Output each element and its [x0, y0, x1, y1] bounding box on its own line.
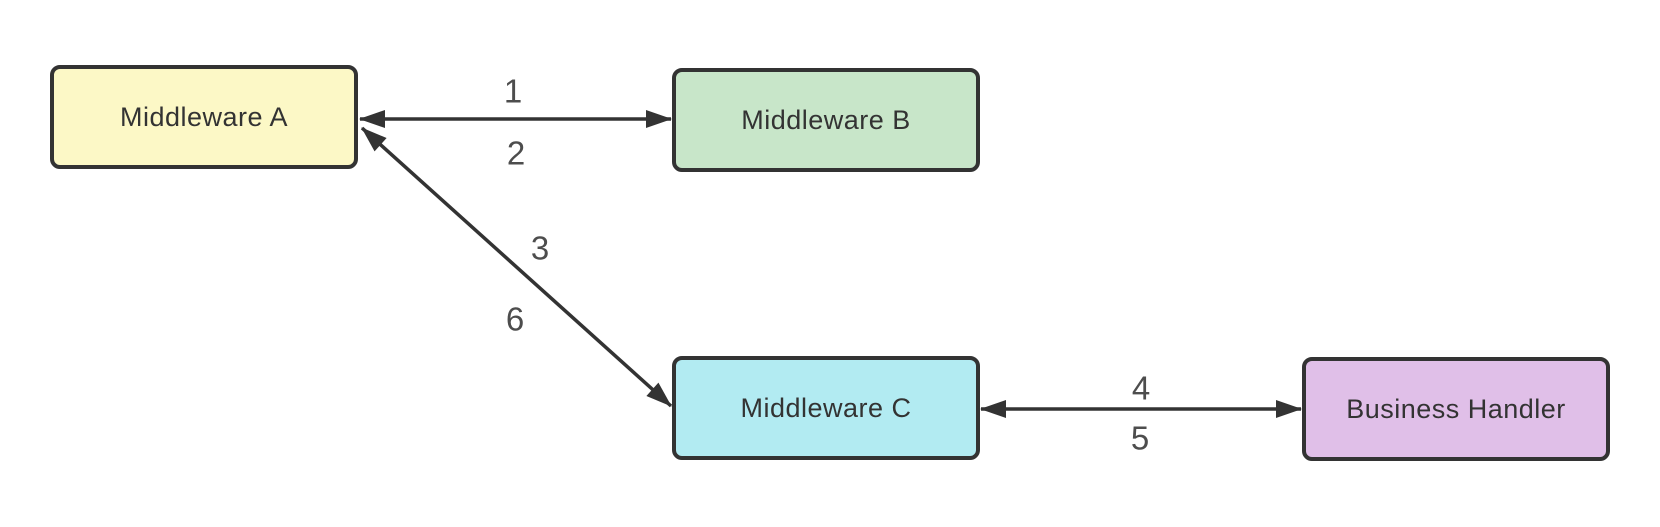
node-middleware-b-label: Middleware B: [741, 104, 911, 135]
node-business-handler-label: Business Handler: [1346, 393, 1566, 424]
node-business-handler: Business Handler: [1302, 357, 1610, 461]
node-middleware-a: Middleware A: [50, 65, 358, 169]
edge-label-3: 3: [530, 229, 550, 267]
node-middleware-c-label: Middleware C: [740, 392, 912, 423]
edge-label-6: 6: [505, 300, 525, 338]
node-middleware-b: Middleware B: [672, 68, 980, 172]
edge-label-4: 4: [1131, 369, 1151, 407]
edge-label-1: 1: [503, 72, 523, 110]
node-middleware-c: Middleware C: [672, 356, 980, 460]
edge-label-2: 2: [506, 134, 526, 172]
edge-label-5: 5: [1130, 419, 1150, 457]
node-middleware-a-label: Middleware A: [119, 101, 289, 132]
